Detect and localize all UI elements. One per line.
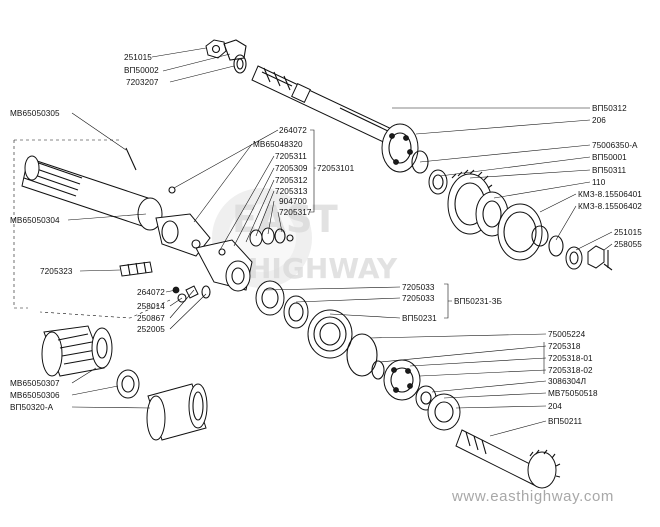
main-shaft [251,65,399,147]
watermark-site-url: www.easthighway.com [451,488,614,505]
label-250867: 250867 [137,314,165,323]
label-vp50211: ВП50211 [548,417,583,426]
label-7205313: 7205313 [275,187,308,196]
label-258055: 258055 [614,240,642,249]
spacer-rings [428,169,448,195]
label-204: 204 [548,402,562,411]
label-251015-right: 251015 [614,228,642,237]
label-mb65050305: МВ65050305 [10,109,60,118]
label-7205311: 7205311 [275,152,307,161]
label-vp50231-3b: ВП50231-ЗБ [454,297,502,306]
label-7205318: 7205318 [548,342,581,351]
label-258014: 258014 [137,302,165,311]
grease-nipple-group [172,285,211,303]
label-vp50001: ВП50001 [592,153,627,162]
bearing-lower [383,359,461,431]
label-251015-top: 251015 [124,53,152,62]
sleeve-vp50320a [146,383,208,441]
gear-cluster [447,169,549,261]
label-7205033-a: 7205033 [402,283,435,292]
label-7205309: 7205309 [275,164,308,173]
label-7203207: 7203207 [126,78,159,87]
nut-top [205,39,247,74]
clutch-sleeve [41,325,113,377]
label-110: 110 [592,178,606,187]
output-shaft [455,429,561,489]
label-mb65050304: МВ65050304 [10,216,60,225]
label-72053101: 72053101 [317,164,355,173]
retaining-ring-large [346,333,385,380]
bearing-206 [381,123,429,174]
label-75005224: 75005224 [548,330,586,339]
label-vp50311: ВП50311 [592,166,627,175]
label-7205318-01: 7205318-01 [548,354,593,363]
splined-shaft-left [21,155,163,231]
leader-lines [67,47,613,437]
label-7205323: 7205323 [40,267,73,276]
label-7205033-b: 7205033 [402,294,435,303]
label-mb65048320: МВ65048320 [253,140,303,149]
label-904700: 904700 [279,197,307,206]
label-252005: 252005 [137,325,165,334]
label-7205317: 7205317 [279,208,312,217]
pin-mb65050305 [125,147,137,171]
label-mb65050307: МВ65050307 [10,379,60,388]
part-labels: 251015 ВП50002 7203207 МВ65050305 264072… [10,53,642,426]
label-7205312: 7205312 [275,176,308,185]
label-vp50312: ВП50312 [592,104,627,113]
label-264072-a: 264072 [279,126,307,135]
cross-bearings [249,227,294,247]
rings-right [548,235,613,271]
label-kmz-15506401: КМЗ-8.15506401 [578,190,642,199]
watermark-text-line2: HIGHWAY [248,252,398,285]
ring-mb65050306 [116,369,140,399]
label-vp50002: ВП50002 [124,66,159,75]
label-264072-b: 264072 [137,288,165,297]
label-3086304l: 3086304Л [548,377,586,386]
bolt-7205323 [119,261,153,277]
label-7205318-02: 7205318-02 [548,366,593,375]
universal-joint [155,186,253,292]
label-75006350a: 75006350-А [592,141,638,150]
bearing-stack-center [255,280,353,359]
label-vp50320a: ВП50320-А [10,403,54,412]
label-vp50231: ВП50231 [402,314,437,323]
label-206: 206 [592,116,606,125]
label-mb65050306: МВ65050306 [10,391,60,400]
label-kmz-15506402: КМЗ-8.15506402 [578,202,642,211]
label-mb75050518: МВ75050518 [548,389,598,398]
assembly-outline-dashed [13,139,171,319]
